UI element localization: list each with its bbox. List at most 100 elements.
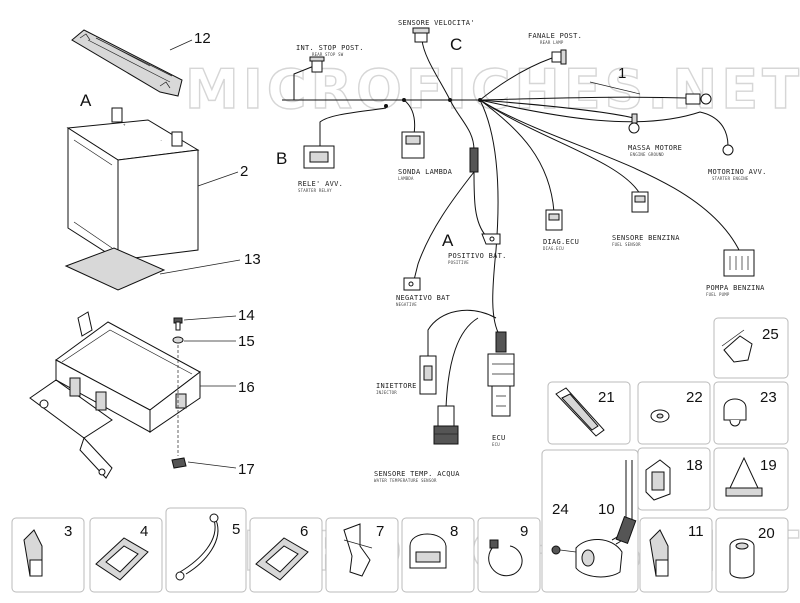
connector-ecu[interactable]: [487, 331, 515, 417]
part-number-11: 11: [688, 523, 704, 540]
part-number-20: 20: [758, 525, 775, 542]
connector-sensore-temp-acqua[interactable]: [433, 405, 459, 445]
label-pompa: POMPA BENZINA: [706, 284, 765, 292]
sub-diag: DIAG.ECU: [543, 246, 564, 251]
part-number-21: 21: [598, 389, 615, 406]
sub-sonda: LAMBDA: [398, 176, 414, 181]
connector-massa-motore[interactable]: [628, 113, 640, 134]
part-box-4[interactable]: [89, 517, 163, 593]
part-12-battery-strap[interactable]: [71, 29, 183, 97]
part-number-19: 19: [760, 457, 777, 474]
group-letter-c-harness: C: [450, 35, 462, 54]
group-letter-a-harness: A: [442, 231, 454, 250]
connector-iniettore[interactable]: [419, 355, 437, 395]
part-number-12: 12: [194, 30, 211, 47]
part-number-10: 10: [598, 501, 615, 518]
part-box-21[interactable]: [547, 381, 631, 445]
part-box-7[interactable]: [325, 517, 399, 593]
part-box-25[interactable]: [713, 317, 789, 379]
part-14-screw[interactable]: [173, 317, 183, 331]
part-number-23: 23: [760, 389, 777, 406]
part-number-5: 5: [232, 521, 240, 538]
connector-sensore-benzina[interactable]: [631, 191, 649, 213]
part-2-battery[interactable]: + -: [66, 107, 200, 261]
label-benzina: SENSORE BENZINA: [612, 234, 680, 242]
connector-fanale-post[interactable]: [551, 49, 567, 65]
part-13-battery-pad[interactable]: [64, 247, 166, 291]
svg-text:-: -: [160, 138, 163, 143]
part-number-1: 1: [618, 65, 626, 82]
connector-diag-ecu[interactable]: [545, 209, 563, 231]
part-box-23[interactable]: [713, 381, 789, 445]
sub-int-stop: REAR STOP SW: [312, 52, 344, 57]
part-box-19[interactable]: [713, 447, 789, 511]
sub-motorino: STARTER ENGINE: [712, 176, 749, 181]
sub-ecu: ECU: [492, 442, 500, 447]
part-number-8: 8: [450, 523, 458, 540]
sub-pompa: FUEL PUMP: [706, 292, 730, 297]
label-sonda: SONDA LAMBDA: [398, 168, 453, 176]
part-number-14: 14: [238, 307, 255, 324]
part-number-22: 22: [686, 389, 703, 406]
part-number-17: 17: [238, 461, 255, 478]
label-rele: RELE' AVV.: [298, 180, 343, 188]
sub-acqua: WATER TEMPERATURE SENSOR: [374, 478, 437, 483]
part-number-7: 7: [376, 523, 384, 540]
label-motorino: MOTORINO AVV.: [708, 168, 767, 176]
label-fanale-post: FANALE POST.: [528, 32, 582, 40]
group-letter-a-battery: A: [80, 91, 92, 110]
connector-rele-avv[interactable]: [303, 145, 335, 169]
part-number-4: 4: [140, 523, 148, 540]
label-negativo: NEGATIVO BAT: [396, 294, 451, 302]
part-17-clip-nut[interactable]: [171, 457, 187, 469]
part-box-9[interactable]: [477, 517, 541, 593]
connector-int-stop[interactable]: [309, 56, 325, 73]
part-15-washer[interactable]: [172, 336, 184, 344]
part-number-6: 6: [300, 523, 308, 540]
label-massa-motore: MASSA MOTORE: [628, 144, 682, 152]
part-box-c-10-24[interactable]: [541, 449, 639, 593]
part-number-15: 15: [238, 333, 255, 350]
label-int-stop: INT. STOP POST.: [296, 44, 364, 52]
label-diag: DIAG.ECU: [543, 238, 579, 246]
label-acqua: SENSORE TEMP. ACQUA: [374, 470, 460, 478]
part-number-24: 24: [552, 501, 569, 518]
part-16-battery-holder[interactable]: [29, 311, 201, 479]
part-box-22[interactable]: [637, 381, 711, 445]
connector-pompa-benzina[interactable]: [723, 249, 755, 277]
group-letter-b-relay: B: [276, 149, 287, 168]
part-box-18[interactable]: [637, 447, 711, 511]
connector-sensore-velocita[interactable]: [412, 27, 430, 43]
sub-positivo: POSITIVE: [448, 260, 469, 265]
part-number-13: 13: [244, 251, 261, 268]
part-number-18: 18: [686, 457, 703, 474]
part-number-2: 2: [240, 163, 248, 180]
label-ecu: ECU: [492, 434, 506, 442]
label-sensore-velocita: SENSORE VELOCITA': [398, 19, 475, 27]
svg-text:+: +: [123, 122, 126, 127]
connector-sonda-lambda[interactable]: [401, 131, 425, 159]
part-box-5[interactable]: [165, 507, 247, 593]
part-number-3: 3: [64, 523, 72, 540]
sub-massa-motore: ENGINE GROUND: [630, 152, 664, 157]
part-box-20[interactable]: [715, 517, 789, 593]
part-number-25: 25: [762, 326, 779, 343]
sub-negativo: NEGATIVE: [396, 302, 417, 307]
watermark-top: MICROFICHES.NET: [185, 58, 800, 121]
label-positivo: POSITIVO BAT.: [448, 252, 507, 260]
sub-rele: STARTER RELAY: [298, 188, 332, 193]
connector-positivo-bat[interactable]: [481, 233, 501, 245]
part-box-8[interactable]: [401, 517, 475, 593]
part-number-16: 16: [238, 379, 255, 396]
sub-fanale-post: REAR LAMP: [540, 40, 564, 45]
sub-benzina: FUEL SENSOR: [612, 242, 641, 247]
part-number-9: 9: [520, 523, 528, 540]
part-box-11[interactable]: [639, 517, 713, 593]
part-box-3[interactable]: [11, 517, 85, 593]
label-iniettore: INIETTORE: [376, 382, 417, 390]
part-box-6[interactable]: [249, 517, 323, 593]
connector-motorino-avv[interactable]: [685, 93, 734, 156]
connector-negativo-bat[interactable]: [403, 277, 421, 291]
connector-harness-splice[interactable]: [469, 147, 479, 173]
